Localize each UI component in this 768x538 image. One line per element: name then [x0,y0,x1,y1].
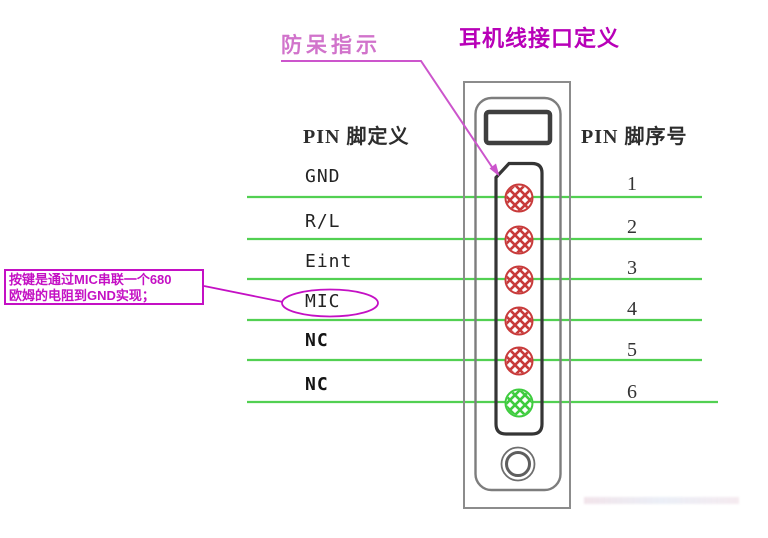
pin-3 [504,265,534,295]
left-column-header: PIN 脚定义 [303,126,410,148]
pin-label-nc-6: NC [305,374,329,395]
pin-4 [504,306,534,336]
right-column-header: PIN 脚序号 [581,126,688,148]
pin-label-nc-5: NC [305,330,329,351]
pin-number-1: 1 [627,173,637,195]
pin-5 [504,346,534,376]
note-text-line2: 欧姆的电阻到GND实现； [9,288,155,303]
screw-hole-inner [505,451,531,477]
pin-slot [494,161,544,436]
faint-watermark [584,497,739,504]
pin-label-eint: Eint [305,251,353,272]
foolproof-arrowhead-icon [489,163,500,177]
pin-label-mic: MIC [305,291,341,312]
pin-2 [504,225,534,255]
diagram-title: 耳机线接口定义 [459,26,621,51]
pin-label-rl: R/L [305,211,341,232]
pin-6 [504,388,534,418]
pin-number-5: 5 [627,339,637,361]
mic-highlight-ellipse [281,288,379,318]
note-box: 按键是通过MIC串联一个680 欧姆的电阻到GND实现； [4,269,204,305]
foolproof-leader-line [281,60,495,171]
pin-number-3: 3 [627,257,637,279]
pin-1 [504,183,534,213]
pin-number-4: 4 [627,298,637,320]
pin-number-6: 6 [627,381,637,403]
connector-shell [474,96,562,492]
latch-window [483,109,553,146]
note-text-line1: 按键是通过MIC串联一个680 [9,272,172,287]
pin-number-2: 2 [627,216,637,238]
connector-outer-body [463,81,571,509]
foolproof-label: 防呆指示 [281,34,381,57]
pin-label-gnd: GND [305,166,341,187]
note-leader-line [203,285,284,303]
